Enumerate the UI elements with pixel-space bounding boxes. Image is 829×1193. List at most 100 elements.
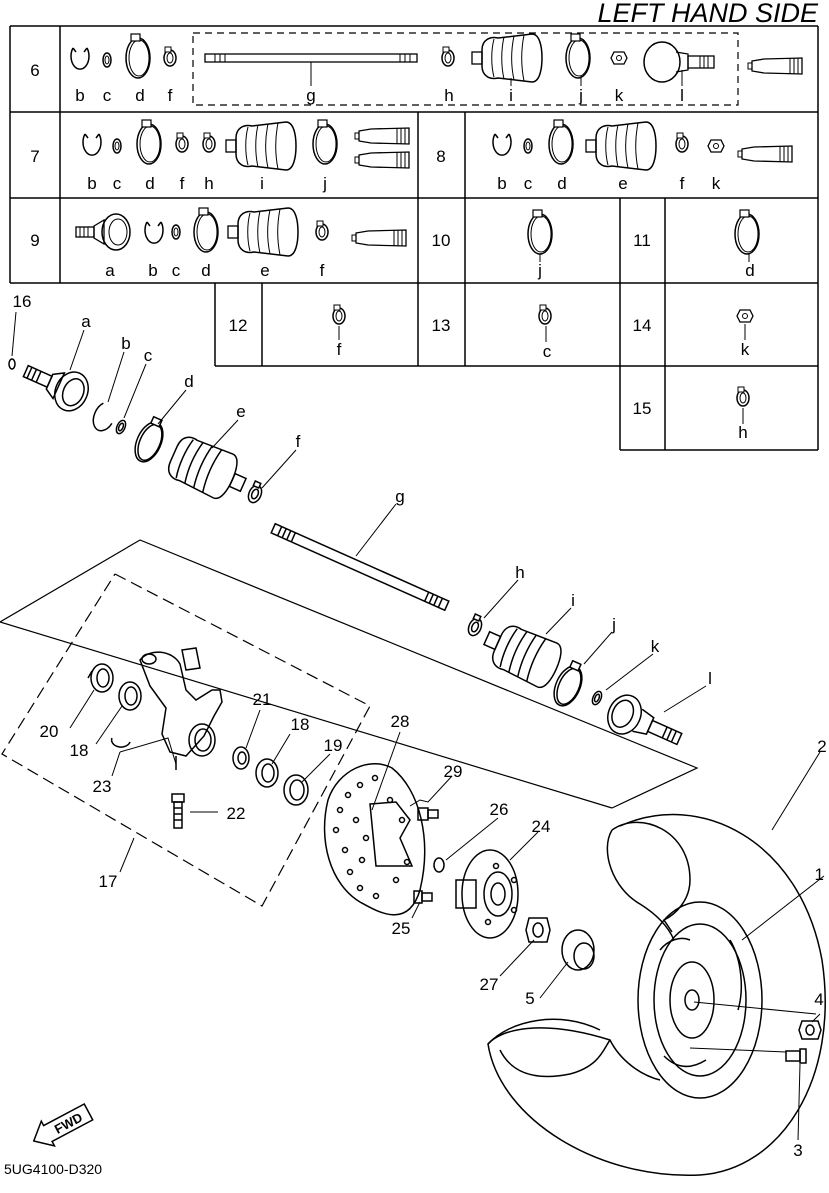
set-14-letter: k [741,340,750,359]
set-8-letter: e [618,174,627,193]
set-7-parts [82,119,410,171]
callout-number: 26 [490,800,509,819]
wheel-hub-parts [323,763,826,1176]
set-6-letter: j [578,86,583,105]
set-9-parts [75,207,407,257]
callout-number: 18 [291,715,310,734]
callout-letter-h: h [515,563,524,582]
knuckle-parts [87,647,309,829]
callout-number: 2 [817,737,826,756]
shaft-icon [204,53,418,63]
fwd-arrow-icon: FWD [32,1102,94,1147]
set-6-letter: h [444,86,453,105]
set-6-letter: d [135,86,144,105]
callout-number: 22 [227,804,246,823]
outer-cv-joint-icon [643,41,715,83]
callout-number: 29 [444,762,463,781]
set-7-letter: i [260,174,264,193]
callout-letter-b: b [121,334,130,353]
set-10-letter: j [537,261,542,280]
callout-number: 25 [392,919,411,938]
set-7-letter: c [113,174,122,193]
set-7-letter: d [145,174,154,193]
callout-letter-i: i [571,591,575,610]
brake-disc [323,763,426,916]
steering-knuckle [139,647,223,770]
set-number-8: 8 [436,147,445,166]
set-6-letter: c [103,86,112,105]
callout-letter-k: k [651,637,660,656]
set-7-letter: b [87,174,96,193]
set-6-letter: l [680,86,684,105]
knuckle-group-outline [1,573,371,907]
wheel-hub [455,849,519,939]
set-7-letter: f [180,174,185,193]
callout-number: 17 [99,872,118,891]
set-7-letter: j [322,174,327,193]
callout-letter-f: f [296,432,301,451]
set-number-13: 13 [432,316,451,335]
callout-letter-c: c [144,346,153,365]
callout-number: 19 [324,736,343,755]
set-number-9: 9 [30,231,39,250]
set-number-12: 12 [229,316,248,335]
diagram-code: 5UG4100-D320 [4,1161,102,1177]
callout-number: 3 [793,1141,802,1160]
callout-number: 18 [70,741,89,760]
callout-letter-g: g [395,487,404,506]
set-number-6: 6 [30,61,39,80]
callout-number: 4 [814,990,823,1009]
single-part-icons [332,209,760,407]
callout-number: 24 [532,817,551,836]
wheel-and-tire [487,813,826,1176]
callout-letter-d: d [184,372,193,391]
set-8-letter: k [712,174,721,193]
set-number-15: 15 [633,399,652,418]
callout-number: 23 [93,777,112,796]
single-part-leaders [338,254,750,424]
callout-letter-a: a [81,312,91,331]
set-9-letter: e [260,261,269,280]
set-12-letter: f [337,340,342,359]
set-6-letter: k [615,86,624,105]
set-7-letter: h [204,174,213,193]
set-6-parts [70,33,803,83]
callout-number: 27 [480,975,499,994]
set-8-letter: c [524,174,533,193]
set-9-letter: c [172,261,181,280]
callout-number: 20 [40,722,59,741]
set-6-letter: f [168,86,173,105]
callout-number: 28 [391,712,410,731]
set-6-leaders [310,62,683,86]
callout-number: 16 [13,292,32,311]
set-6-letter: b [75,86,84,105]
callout-number: 21 [253,690,272,709]
set-6-letter: g [306,86,315,105]
set-number-11: 11 [633,231,651,250]
callout-letter-e: e [236,402,245,421]
callout-number: 1 [815,865,824,884]
callout-letter-j: j [611,615,616,634]
axle-parts [8,358,683,746]
set-8-letter: d [557,174,566,193]
set-9-letter: d [201,261,210,280]
set-6-letter: i [509,86,513,105]
assembly-outline [0,539,699,809]
leader-lines [11,311,825,1141]
callout-number: 5 [525,989,534,1008]
callout-letter-l: l [708,669,712,688]
set-table [9,25,819,451]
set-8-parts [492,119,793,171]
set-number-7: 7 [30,147,39,166]
set-15-letter: h [738,423,747,442]
set-9-letter: b [148,261,157,280]
set-9-letter: a [105,261,115,280]
set-11-letter: d [745,261,754,280]
set-number-14: 14 [633,316,652,335]
set-8-letter: b [497,174,506,193]
set-8-letter: f [680,174,685,193]
set-13-letter: c [543,342,552,361]
set-9-letter: f [320,261,325,280]
